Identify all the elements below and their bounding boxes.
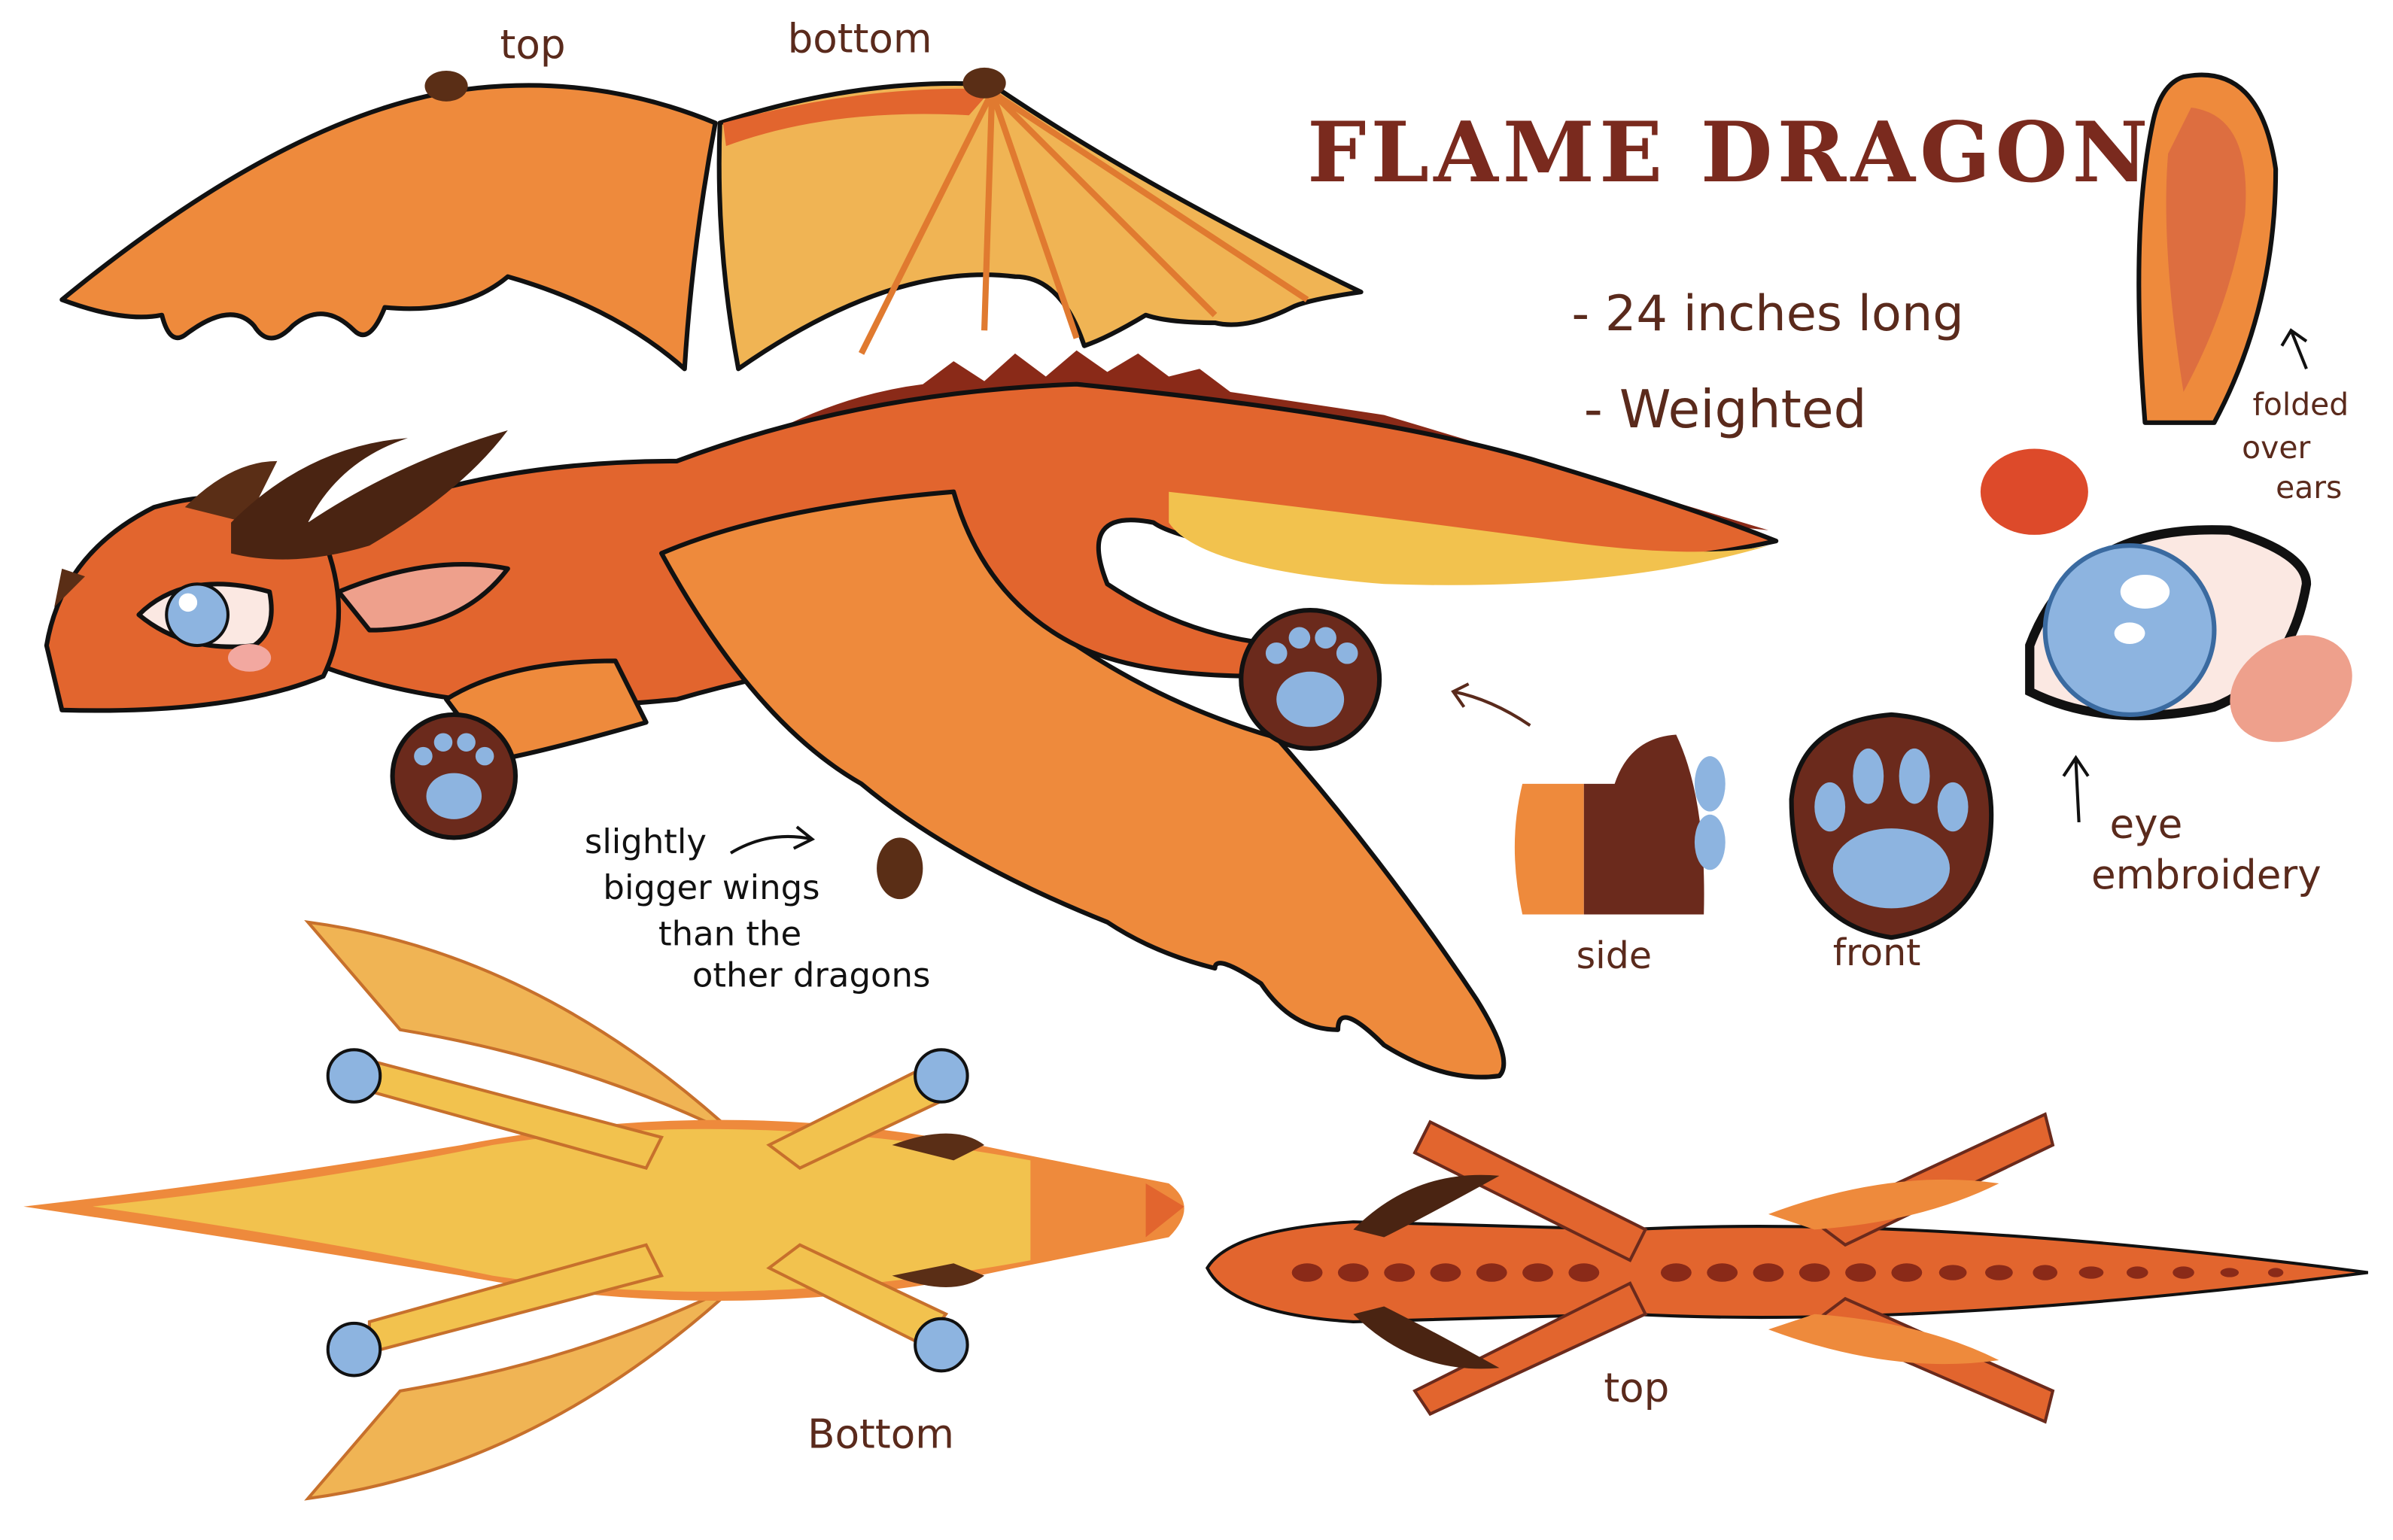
wing-claw-icon [424,70,468,102]
ear-detail [2136,72,2279,425]
paw-icon [390,712,518,840]
wing-top-view [59,70,718,372]
bottom-view-label: Bottom [807,1411,954,1457]
eye-label: embroidery [2091,852,2322,898]
arrow-icon [2280,328,2308,370]
svg-text:bigger wings: bigger wings [603,867,819,907]
paw-front-label: front [1833,931,1921,974]
arrow-icon [2062,755,2090,823]
cheek-patch-icon [1980,448,2088,535]
top-view-dragon [1205,1112,2368,1424]
svg-text:other dragons: other dragons [692,955,930,995]
paw-front-detail [1789,712,1994,940]
wings-note: slightly bigger wings than the other dra… [585,822,930,995]
eye-label: eye [2109,800,2182,847]
eye-embroidery-detail [2025,525,2352,743]
wing-bottom-view [716,67,1364,372]
arrow-icon [1451,682,1531,727]
wing-top-label: top [500,22,566,68]
bottom-view-dragon [23,920,1184,1501]
paw-side-label: side [1577,934,1652,977]
wing-bottom-label: bottom [788,15,932,62]
length-note: - 24 inches long [1571,285,1963,342]
eye-icon [165,582,230,648]
ears-label: folded [2252,387,2349,423]
title: FLAME DRAGON [1307,104,2153,202]
ears-label: over [2242,430,2310,466]
arrow-icon [729,825,816,855]
side-view-dragon [44,350,1779,1080]
wing-claw-icon [962,67,1006,99]
paw-side-detail [1514,734,1726,915]
top-view-label: top [1604,1365,1669,1411]
ears-label: ears [2276,469,2342,506]
svg-text:than the: than the [658,913,801,953]
weighted-note: - Weighted [1584,380,1867,440]
paw-icon [1239,607,1382,751]
svg-text:slightly: slightly [585,822,707,861]
